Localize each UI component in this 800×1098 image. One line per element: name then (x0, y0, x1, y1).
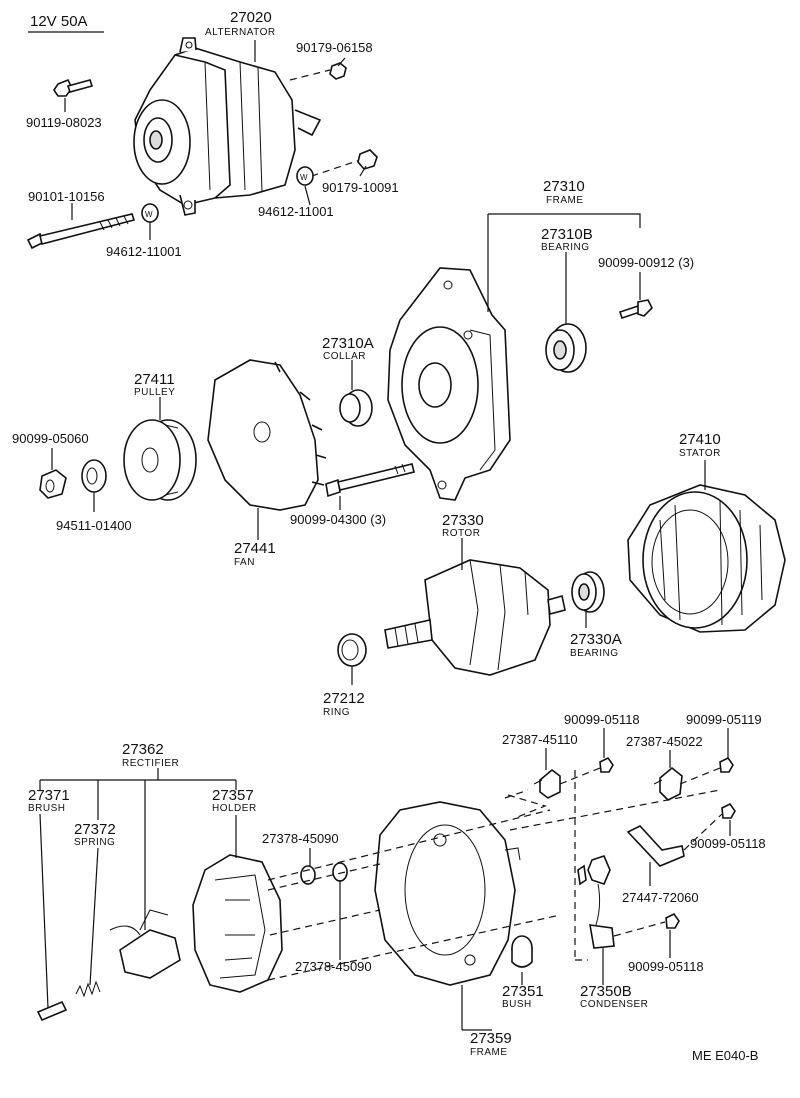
alternator-assembly (133, 37, 322, 216)
rectifier-brush-set (109, 909, 181, 979)
label-27351-num: 27351 (502, 983, 544, 1000)
bracket-27447-72060 (626, 825, 685, 867)
insulator-27387-45110 (533, 768, 561, 799)
label-27387-45022: 27387-45022 (626, 734, 703, 749)
label-27350B-num: 27350B (580, 983, 632, 1000)
label-90099-05118-mid: 90099-05118 (690, 836, 766, 851)
bearing-27330A (571, 571, 605, 613)
rotor-27330 (384, 559, 566, 676)
diagram-title: 12V 50A (30, 13, 88, 30)
label-27372-name: SPRING (74, 837, 115, 848)
condenser-27350B (577, 855, 615, 949)
label-27372-num: 27372 (74, 821, 116, 838)
label-27330-num: 27330 (442, 512, 484, 529)
label-27310-name: FRAME (546, 195, 584, 206)
nut-90179-10091 (299, 149, 378, 181)
nut-90099-05118-mid (721, 802, 736, 819)
label-27357-name: HOLDER (212, 803, 257, 814)
collar-27310A (339, 389, 373, 427)
label-27330-name: ROTOR (442, 528, 480, 539)
washer-94612-11001-lower: W (141, 203, 159, 223)
label-27330A-num: 27330A (570, 631, 622, 648)
rectifier-holder-27357 (192, 854, 283, 993)
pulley-27411 (123, 419, 197, 501)
label-90099-05119: 90099-05119 (686, 712, 762, 727)
label-27410-name: STATOR (679, 448, 721, 459)
svg-text:W: W (145, 210, 153, 219)
label-27020-num: 27020 (230, 9, 272, 26)
bush-27351 (511, 935, 533, 968)
label-94612-11001-lower: 94612-11001 (106, 244, 182, 259)
label-90099-00912: 90099-00912 (3) (598, 255, 694, 270)
insulator-27387-45022 (653, 766, 683, 801)
label-27359-name: FRAME (470, 1047, 508, 1058)
fan-27441 (207, 359, 327, 511)
brush-27371 (36, 1000, 68, 1022)
label-27410-num: 27410 (679, 431, 721, 448)
label-27357-num: 27357 (212, 787, 254, 804)
label-90179-10091: 90179-10091 (322, 180, 399, 195)
label-27371-name: BRUSH (28, 803, 66, 814)
label-94511-01400: 94511-01400 (56, 518, 132, 533)
label-27359-num: 27359 (470, 1030, 512, 1047)
label-27441-name: FAN (234, 557, 255, 568)
label-27020-name: ALTERNATOR (205, 27, 276, 38)
label-27351-name: BUSH (502, 999, 532, 1010)
label-27310B-num: 27310B (541, 226, 593, 243)
label-27212-name: RING (323, 707, 350, 718)
bearing-27310B (545, 323, 587, 373)
label-90099-05060: 90099-05060 (12, 431, 89, 446)
label-94612-11001-upper: 94612-11001 (258, 204, 334, 219)
drive-end-frame (387, 267, 511, 501)
label-27378-45090-a: 27378-45090 (262, 831, 339, 846)
label-90099-05118-top: 90099-05118 (564, 712, 640, 727)
label-90119-08023: 90119-08023 (26, 115, 102, 130)
nut-90099-05118-low (665, 912, 680, 929)
label-27411-name: PULLEY (134, 387, 175, 398)
label-27447-72060: 27447-72060 (622, 890, 699, 905)
label-90179-06158: 90179-06158 (296, 40, 373, 55)
spring-27372 (75, 980, 101, 998)
label-27362-name: RECTIFIER (122, 758, 179, 769)
washer-94612-11001-upper: W (296, 166, 314, 186)
rear-end-frame-27359 (374, 801, 521, 986)
nut-90099-05060 (39, 469, 67, 499)
label-27387-45110: 27387-45110 (502, 732, 578, 747)
diagram-code: ME E040-B (692, 1048, 758, 1063)
washer-94511-01400 (81, 459, 107, 493)
nut-90099-05119 (719, 756, 734, 773)
label-27411-num: 27411 (134, 371, 175, 388)
screw-90099-00912 (618, 299, 653, 320)
label-27330A-name: BEARING (570, 648, 619, 659)
label-27310-num: 27310 (543, 178, 585, 195)
label-27310A-num: 27310A (322, 335, 374, 352)
label-90099-04300: 90099-04300 (3) (290, 512, 386, 527)
label-27371-num: 27371 (28, 787, 70, 804)
label-27310A-name: COLLAR (323, 351, 366, 362)
label-90101-10156: 90101-10156 (28, 189, 105, 204)
bolt-90119-08023 (53, 78, 94, 97)
ring-27212 (337, 633, 367, 667)
nut-90099-05118-top (599, 756, 614, 773)
bolt-90101-10156 (26, 213, 136, 250)
label-90099-05118-low: 90099-05118 (628, 959, 704, 974)
label-27310B-name: BEARING (541, 242, 590, 253)
label-27362-num: 27362 (122, 741, 164, 758)
label-27441-num: 27441 (234, 540, 276, 557)
label-27378-45090-b: 27378-45090 (295, 959, 372, 974)
label-27212-num: 27212 (323, 690, 365, 707)
svg-text:W: W (300, 173, 308, 182)
label-27350B-name: CONDENSER (580, 999, 648, 1010)
stator-27410 (627, 484, 786, 633)
through-bolt-90099-04300 (325, 463, 415, 498)
